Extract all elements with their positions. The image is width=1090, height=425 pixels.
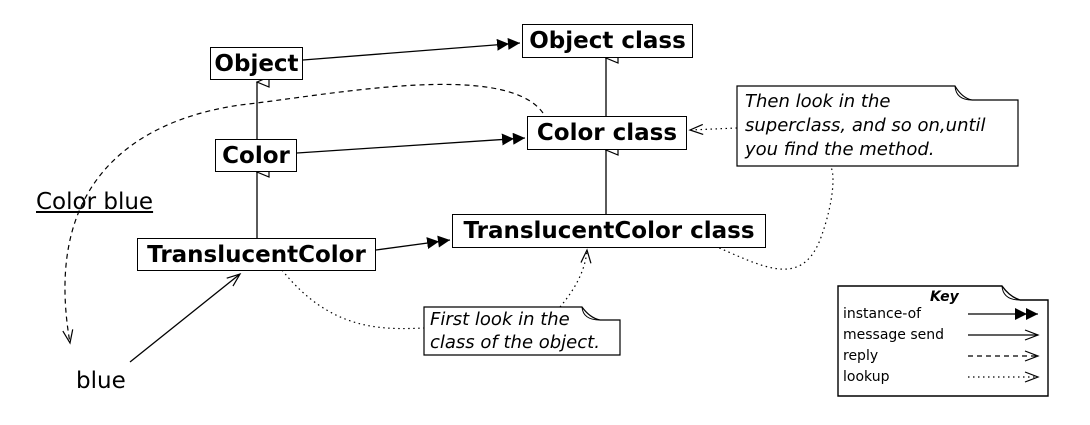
color-box: Color	[215, 139, 297, 172]
color-class-box: Color class	[527, 116, 687, 150]
color-blue-label: Color blue	[36, 189, 154, 215]
key-row-reply: reply	[843, 348, 879, 364]
superclass-note-line-2: superclass, and so on,until	[745, 115, 986, 136]
first-look-note-line-2: class of the object.	[430, 332, 600, 353]
key-row-instance-of: instance-of	[843, 306, 922, 322]
superclass-note-line-1: Then look in the	[745, 91, 891, 112]
superclass-note-shape	[736, 85, 1019, 167]
blue-label: blue	[76, 368, 126, 394]
superclass-note-line-3: you find the method.	[745, 139, 935, 160]
first-look-note-shape	[423, 306, 621, 356]
object-class-box: Object class	[522, 24, 693, 58]
color-instance-of-arrow	[296, 132, 526, 154]
first-look-note-line-1: First look in the	[430, 309, 570, 330]
message-send-arrow	[129, 272, 242, 363]
lookup-to-translucentclass-path	[281, 250, 587, 330]
reply-arrow	[62, 83, 544, 345]
translucent-color-class-box: TranslucentColor class	[452, 214, 766, 248]
translucent-color-box: TranslucentColor	[137, 238, 376, 271]
translucent-instance-of-arrow	[375, 235, 451, 251]
object-box: Object	[210, 47, 303, 80]
object-instance-of-arrow	[302, 37, 521, 61]
key-row-message-send: message send	[843, 327, 945, 343]
key-title: Key	[930, 289, 959, 305]
key-row-lookup: lookup	[843, 369, 890, 385]
